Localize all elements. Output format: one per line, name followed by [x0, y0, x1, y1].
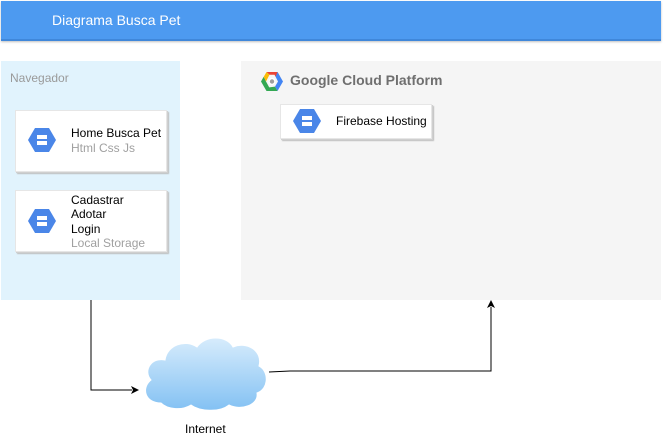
storage-icon	[28, 128, 56, 152]
actions-card-adotar: Adotar	[71, 207, 107, 221]
gcp-zone: Google Cloud Platform Firebase Hosting	[241, 61, 661, 300]
google-cloud-logo-icon	[261, 72, 283, 91]
firebase-hosting-card: Firebase Hosting	[280, 104, 432, 139]
home-card-title: Home Busca Pet	[71, 126, 162, 140]
actions-card-cadastrar: Cadastrar	[71, 193, 124, 207]
navegador-zone: Navegador Home Busca Pet Html Css Js Cad…	[1, 61, 180, 300]
diagram-header: Diagrama Busca Pet	[1, 1, 661, 41]
navegador-zone-label: Navegador	[10, 71, 69, 85]
navegador-to-internet-edge	[90, 300, 132, 391]
storage-icon	[28, 209, 56, 233]
actions-card-login: Login	[71, 222, 101, 236]
internet-to-gcp-edge	[268, 307, 492, 373]
diagram-title: Diagrama Busca Pet	[52, 12, 181, 28]
home-card-subtitle: Html Css Js	[71, 141, 135, 155]
actions-card: Cadastrar Adotar Login Local Storage	[15, 190, 167, 252]
firebase-hosting-label: Firebase Hosting	[336, 114, 427, 128]
home-card: Home Busca Pet Html Css Js	[15, 110, 167, 172]
arrowhead-internet	[131, 386, 139, 394]
arrowhead-gcp	[487, 300, 495, 308]
gcp-zone-title: Google Cloud Platform	[290, 72, 443, 88]
cloud-icon	[145, 337, 267, 411]
storage-icon	[293, 109, 321, 133]
internet-label: Internet	[185, 422, 226, 436]
actions-card-subtitle: Local Storage	[71, 236, 146, 250]
